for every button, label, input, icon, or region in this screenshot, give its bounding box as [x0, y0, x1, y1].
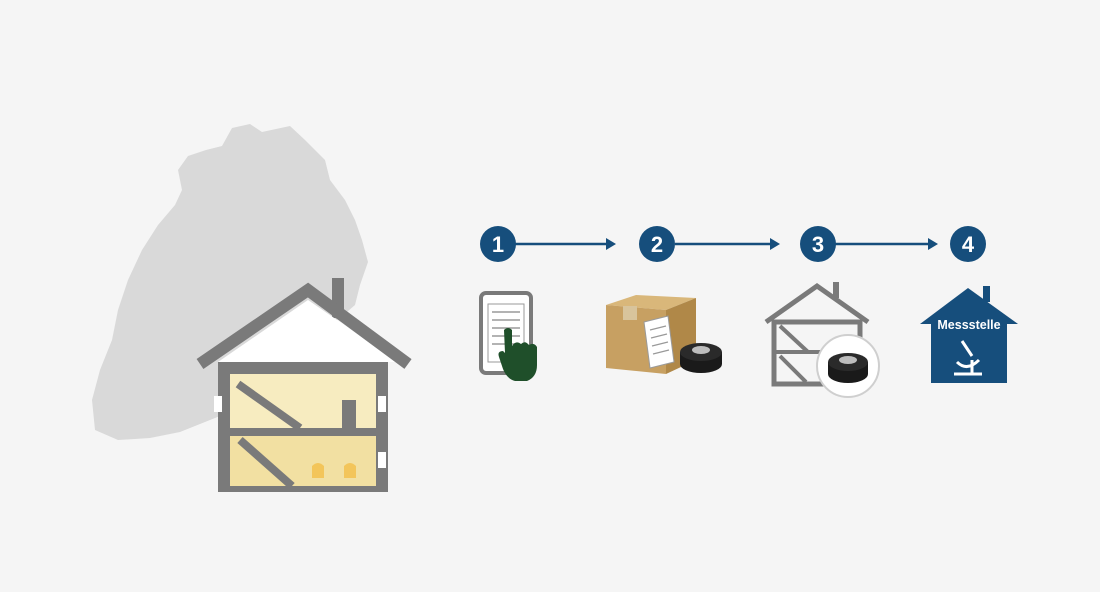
step-3-number: 3: [812, 232, 824, 257]
step-4-number: 4: [962, 232, 975, 257]
measuring-lab-icon: Messstelle: [920, 286, 1018, 383]
tablet-order-icon: [479, 291, 537, 381]
step-1-number: 1: [492, 232, 504, 257]
step-1-badge: 1: [480, 226, 516, 262]
step-arrows: [515, 238, 938, 250]
lab-label: Messstelle: [937, 318, 1000, 332]
step-2-badge: 2: [639, 226, 675, 262]
step-3-badge: 3: [800, 226, 836, 262]
state-map-silhouette: [92, 124, 368, 440]
step-4-badge: 4: [950, 226, 986, 262]
microscope-icon: [954, 340, 982, 376]
parcel-with-detector-icon: [606, 295, 722, 374]
step-2-number: 2: [651, 232, 663, 257]
house-with-detector-icon: [764, 282, 880, 398]
residential-house-illustration: [196, 278, 412, 492]
